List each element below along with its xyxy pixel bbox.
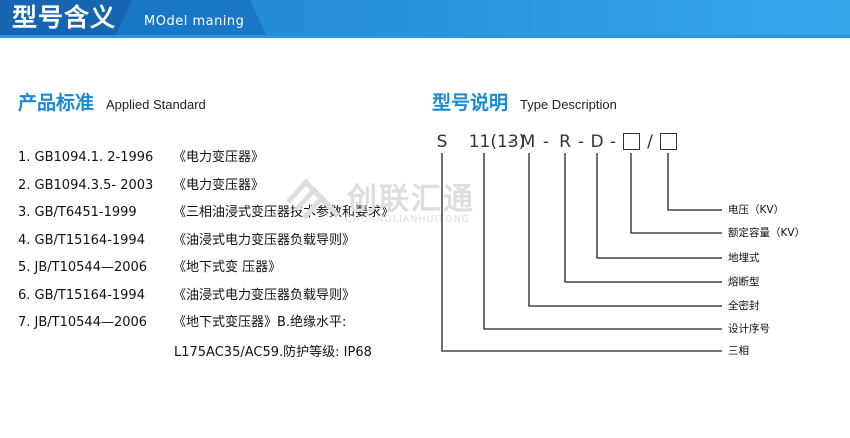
standard-item: 1. GB1094.1. 2-1996 《电力变压器》 <box>18 150 394 178</box>
standard-code: 7. JB/T10544—2006 <box>18 315 148 330</box>
code-box-voltage <box>660 133 677 150</box>
label-voltage: 电压（KV） <box>728 204 785 216</box>
standards-heading: 产品标准 Applied Standard <box>18 88 206 118</box>
code-segment-dash: - <box>507 132 515 152</box>
code-segment-s: S <box>436 132 448 152</box>
standard-extra-line: L175AC35/AC59.防护等级: IP68 <box>174 345 372 360</box>
standard-code: 1. GB1094.1. 2-1996 <box>18 150 154 165</box>
standard-code: 4. GB/T15164-1994 <box>18 232 145 248</box>
label-fuse-type: 熔断型 <box>728 276 760 288</box>
standard-name: 《油浸式电力变压器负载导则》 <box>173 287 356 303</box>
watermark: 创联汇通 CHUANGLIANHUITONG <box>282 172 473 232</box>
standard-item: 2. GB1094.3.5- 2003 《电力变压器》 <box>18 178 394 206</box>
label-buried: 地埋式 <box>728 252 760 264</box>
type-title-en: Type Description <box>520 97 617 112</box>
code-segment-d: D <box>590 132 604 152</box>
code-segment-m: M <box>520 132 536 152</box>
label-three-phase: 三相 <box>728 345 749 357</box>
standard-code: 2. GB1094.3.5- 2003 <box>18 177 154 193</box>
standard-item: 6. GB/T15164-1994 《油浸式电力变压器负载导则》 <box>18 288 394 316</box>
standard-code: 6. GB/T15164-1994 <box>18 287 145 303</box>
page-subtitle: MOdel maning <box>144 14 245 29</box>
standard-item: 7. JB/T10544—2006 《地下式变压器》B.绝缘水平: <box>18 315 394 343</box>
standard-name: 《三相油浸式变压器技术参数和要求》 <box>173 205 395 220</box>
standard-item: 5. JB/T10544—2006 《地下式变 压器》 <box>18 260 394 288</box>
standard-name: 《地下式变 压器》 <box>173 260 282 275</box>
standards-list: 1. GB1094.1. 2-1996 《电力变压器》 2. GB1094.3.5… <box>18 150 394 343</box>
standard-name: 《电力变压器》 <box>173 150 265 165</box>
watermark-logo-icon <box>286 178 340 220</box>
header-banner: 型号含义 MOdel maning <box>0 0 850 38</box>
code-segment-series: 11(13) <box>468 132 526 152</box>
watermark-subtext: CHUANGLIANHUITONG <box>345 214 471 225</box>
standard-name: 《地下式变压器》B.绝缘水平: <box>173 315 347 330</box>
code-segment-slash: / <box>647 132 653 152</box>
type-title-zh: 型号说明 <box>432 92 509 114</box>
standard-item: 4. GB/T15164-1994 《油浸式电力变压器负载导则》 <box>18 233 394 261</box>
code-segment-r: R <box>559 132 571 152</box>
code-segment-dash: - <box>609 132 617 152</box>
code-segment-dash: - <box>542 132 550 152</box>
label-rated-capacity: 额定容量（KV） <box>728 227 806 239</box>
label-design-series: 设计序号 <box>728 323 770 335</box>
type-heading: 型号说明 Type Description <box>432 88 617 118</box>
page-title: 型号含义 <box>12 3 117 32</box>
standard-code: 5. JB/T10544—2006 <box>18 260 148 275</box>
standard-code: 3. GB/T6451-1999 <box>18 205 137 220</box>
standards-title-en: Applied Standard <box>106 97 206 112</box>
standard-name: 《电力变压器》 <box>173 177 265 193</box>
banner-shape <box>0 0 850 38</box>
standards-title-zh: 产品标准 <box>18 92 95 114</box>
standard-item: 3. GB/T6451-1999 《三相油浸式变压器技术参数和要求》 <box>18 205 394 233</box>
watermark-text: 创联汇通 <box>347 182 475 217</box>
code-segment-dash: - <box>577 132 585 152</box>
standard-name: 《油浸式电力变压器负载导则》 <box>173 232 356 248</box>
code-box-capacity <box>623 133 640 150</box>
label-fully-sealed: 全密封 <box>728 300 760 312</box>
